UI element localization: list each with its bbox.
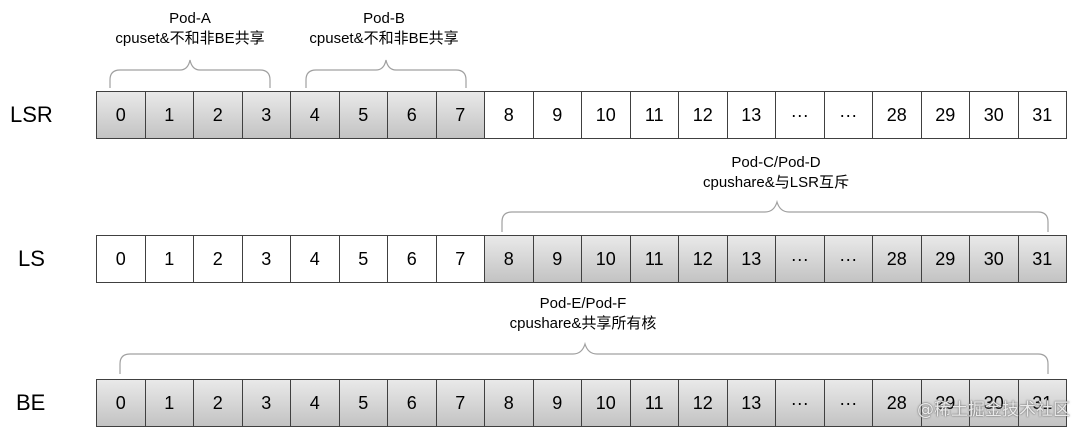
core-cell: 4 bbox=[291, 380, 340, 426]
core-cell: 1 bbox=[145, 92, 194, 138]
core-cell: 10 bbox=[582, 380, 631, 426]
core-cell: 8 bbox=[485, 236, 534, 282]
core-cell: 11 bbox=[630, 380, 679, 426]
annotation-pod-b: Pod-B cpuset&不和非BE共享 bbox=[309, 9, 458, 49]
core-cell: 29 bbox=[921, 236, 970, 282]
annotation-pod-cd: Pod-C/Pod-D cpushare&与LSR互斥 bbox=[703, 153, 849, 193]
core-cell: 11 bbox=[630, 236, 679, 282]
core-cell: 2 bbox=[194, 380, 243, 426]
annotation-pod-cd-desc: cpushare&与LSR互斥 bbox=[703, 174, 849, 191]
core-cell: 29 bbox=[921, 380, 970, 426]
core-cell: 12 bbox=[679, 92, 728, 138]
core-cell: 8 bbox=[485, 92, 534, 138]
core-cell: ··· bbox=[824, 236, 873, 282]
core-cell: 0 bbox=[97, 92, 146, 138]
row-label-lsr: LSR bbox=[10, 102, 53, 127]
core-cell: 12 bbox=[679, 380, 728, 426]
core-cell: 1 bbox=[145, 236, 194, 282]
core-cell: ··· bbox=[776, 92, 825, 138]
core-cell: 6 bbox=[388, 236, 437, 282]
core-cell: 7 bbox=[436, 236, 485, 282]
core-cell: 0 bbox=[97, 236, 146, 282]
core-cell: 3 bbox=[242, 380, 291, 426]
core-cell: 28 bbox=[873, 236, 922, 282]
brace-pod-a bbox=[109, 59, 271, 88]
annotation-pod-cd-title: Pod-C/Pod-D bbox=[731, 154, 821, 171]
core-cell: 9 bbox=[533, 236, 582, 282]
core-cell: 30 bbox=[970, 236, 1019, 282]
core-cell: 8 bbox=[485, 380, 534, 426]
row-label-ls: LS bbox=[18, 246, 45, 271]
core-cell: ··· bbox=[824, 380, 873, 426]
core-cell: 31 bbox=[1018, 92, 1066, 138]
core-cell: 4 bbox=[291, 236, 340, 282]
annotation-pod-ef-desc: cpushare&共享所有核 bbox=[509, 315, 657, 332]
core-cell: 9 bbox=[533, 380, 582, 426]
core-cell: 5 bbox=[339, 236, 388, 282]
core-cell: 2 bbox=[194, 236, 243, 282]
core-cell: 5 bbox=[339, 92, 388, 138]
brace-pod-ef bbox=[119, 341, 1049, 374]
core-cell: 3 bbox=[242, 92, 291, 138]
core-cell: 7 bbox=[436, 92, 485, 138]
core-cell: 3 bbox=[242, 236, 291, 282]
core-cell: ··· bbox=[824, 92, 873, 138]
core-cell: 7 bbox=[436, 380, 485, 426]
row-label-be: BE bbox=[16, 390, 46, 415]
core-cell: 30 bbox=[970, 380, 1019, 426]
core-cell: 30 bbox=[970, 92, 1019, 138]
core-cell: 6 bbox=[388, 92, 437, 138]
core-cell: 29 bbox=[921, 92, 970, 138]
core-cell: 13 bbox=[727, 380, 776, 426]
core-cell: 2 bbox=[194, 92, 243, 138]
core-cell: 12 bbox=[679, 236, 728, 282]
annotation-pod-a: Pod-A cpuset&不和非BE共享 bbox=[115, 9, 264, 49]
core-cell: 6 bbox=[388, 380, 437, 426]
core-cell: 1 bbox=[145, 380, 194, 426]
annotation-pod-ef: Pod-E/Pod-F cpushare&共享所有核 bbox=[510, 294, 657, 334]
core-cell: 28 bbox=[873, 92, 922, 138]
core-cell: 11 bbox=[630, 92, 679, 138]
core-cell: 10 bbox=[582, 92, 631, 138]
core-cell: 0 bbox=[97, 380, 146, 426]
watermark: @稀土掘金技术社区 bbox=[917, 400, 1070, 420]
core-cell: 5 bbox=[339, 380, 388, 426]
annotation-pod-b-desc: cpuset&不和非BE共享 bbox=[309, 30, 459, 47]
core-cell: 31 bbox=[1018, 236, 1066, 282]
core-cell: 13 bbox=[727, 92, 776, 138]
core-cell: 10 bbox=[582, 236, 631, 282]
core-cell: 28 bbox=[873, 380, 922, 426]
annotation-pod-ef-title: Pod-E/Pod-F bbox=[539, 295, 627, 312]
core-cell: 9 bbox=[533, 92, 582, 138]
core-cell: 13 bbox=[727, 236, 776, 282]
annotation-pod-a-desc: cpuset&不和非BE共享 bbox=[115, 30, 265, 47]
core-cell: 4 bbox=[291, 92, 340, 138]
brace-pod-b bbox=[305, 59, 467, 88]
core-cell: 31 bbox=[1018, 380, 1066, 426]
brace-pod-cd bbox=[501, 199, 1049, 232]
annotation-pod-b-title: Pod-B bbox=[363, 10, 405, 27]
core-cell: ··· bbox=[776, 380, 825, 426]
core-cell: ··· bbox=[776, 236, 825, 282]
annotation-pod-a-title: Pod-A bbox=[169, 10, 211, 27]
